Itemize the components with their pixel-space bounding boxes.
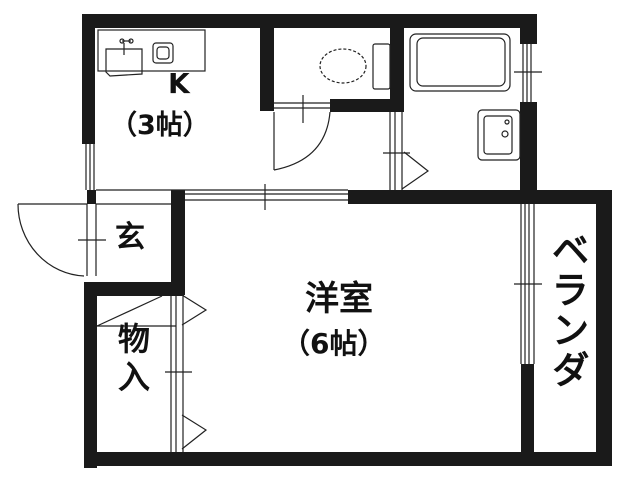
veranda-label: ベランダ [545, 230, 589, 390]
kitchen-size-label: （3帖） [110, 110, 210, 141]
storage-label: 物入 [113, 322, 151, 398]
entrance-label: 玄 [115, 220, 145, 255]
western-room-name-label: 洋室 [305, 279, 373, 319]
kitchen-name-label: K [168, 67, 190, 100]
walls [82, 14, 612, 468]
western-room-size-label: （6帖） [282, 327, 386, 360]
detail-lines [17, 29, 542, 452]
